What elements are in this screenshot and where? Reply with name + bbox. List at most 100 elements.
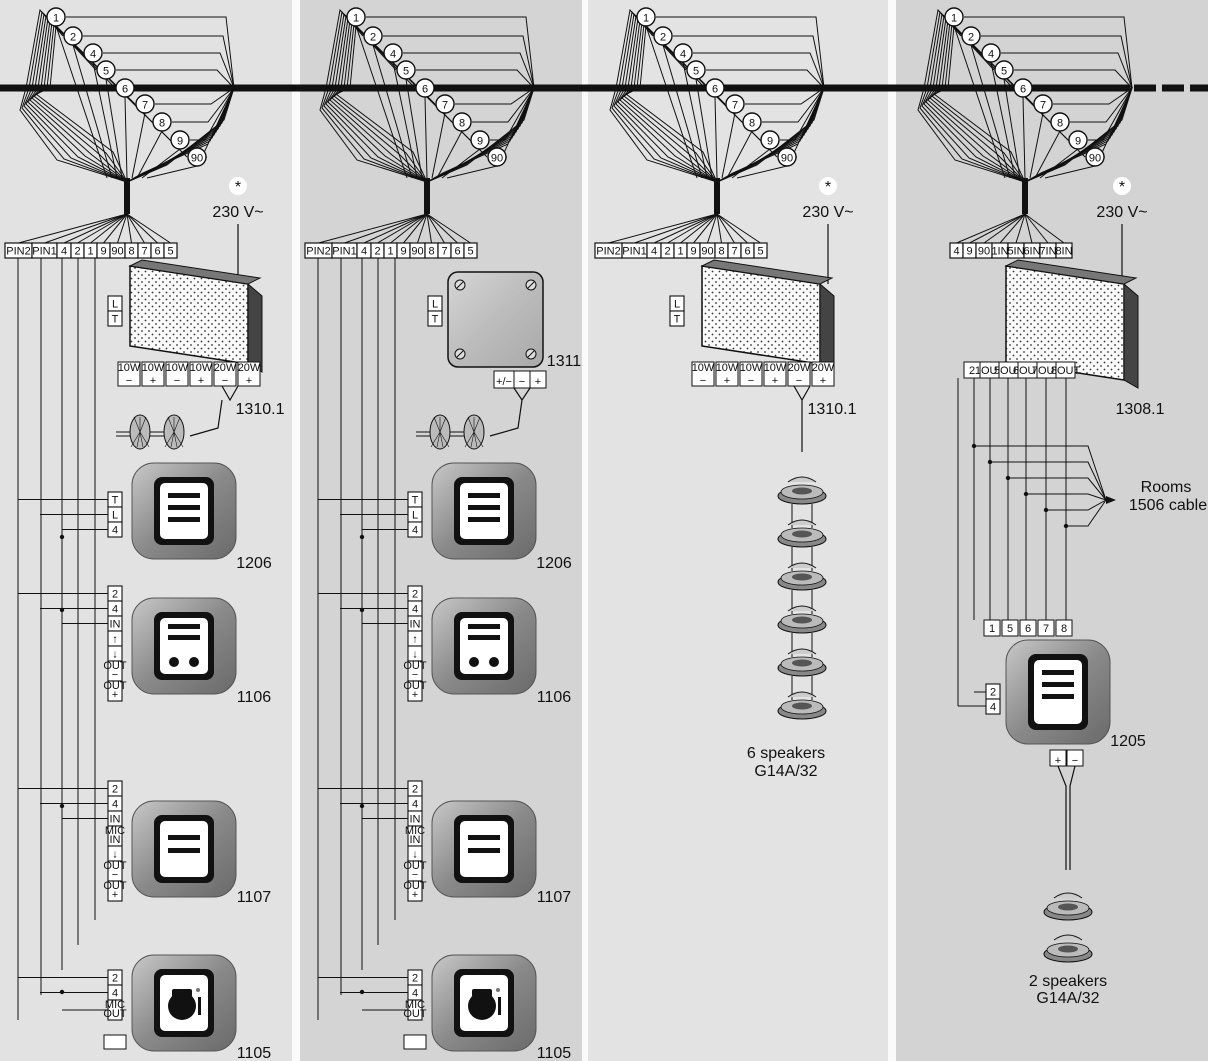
terminal-label: 2 (412, 784, 418, 796)
bundle-wire (436, 130, 463, 179)
speaker-center (792, 573, 812, 581)
bus-number-label: 7 (142, 100, 148, 112)
amp-output-label: − (174, 375, 180, 387)
terminal-label: 8 (428, 246, 434, 258)
terminal-label: IN (110, 619, 121, 631)
amp-output-label: 7OUT (1032, 365, 1062, 377)
earphone-grill (164, 431, 175, 448)
bus-number-label: 8 (1057, 118, 1063, 130)
terminal-label: 5 (1007, 623, 1013, 635)
bus-number-label: 90 (191, 153, 203, 165)
amp-output-label: 20W (812, 362, 835, 374)
bundle-wire (1039, 148, 1079, 179)
terminal-label: L (412, 510, 418, 522)
bundle-wire (917, 8, 1026, 183)
wire (999, 213, 1026, 244)
junction-dot (59, 607, 65, 613)
wire (1024, 213, 1033, 244)
earphone-grill (167, 416, 175, 433)
terminal-label: 4 (112, 525, 118, 537)
bus-number-circle (673, 43, 693, 63)
bundle-wire (124, 96, 128, 179)
terminal-label: 7IN (1039, 246, 1056, 258)
bundle-wire (319, 8, 428, 183)
terminal-label: 90 (111, 246, 123, 258)
terminal-label: 1 (387, 246, 393, 258)
amp-output-label: + (150, 375, 156, 387)
amp-output-label: +/− (496, 376, 512, 388)
terminal-label: 8IN (1055, 246, 1072, 258)
bundle-wire (92, 61, 118, 179)
amp-output-box (189, 361, 213, 387)
led-icon (496, 988, 500, 992)
wire (667, 213, 718, 244)
earphone-grill (173, 431, 178, 448)
amp-output-box (237, 361, 261, 387)
output-wire (221, 385, 239, 402)
device-model-label: 1107 (237, 889, 272, 906)
bus-number-label: 9 (767, 136, 773, 148)
terminal-label: 6 (744, 246, 750, 258)
menu-lines-icon (468, 624, 500, 629)
bus-number-circle (725, 94, 745, 114)
bus-number-label: 4 (90, 49, 96, 61)
amp-output-label: − (222, 375, 228, 387)
menu-lines-icon (168, 505, 200, 510)
bus-number-circle (686, 60, 706, 80)
junction-dot (987, 459, 993, 465)
bus-number-circle (452, 112, 472, 132)
earphone-grill (473, 431, 478, 448)
bundle-wire (405, 78, 423, 179)
bundle-wire (105, 78, 123, 179)
terminal-label: ↓ (112, 849, 118, 861)
terminal-label: MIC (405, 999, 425, 1011)
amp-output-label: 1OUT (975, 365, 1005, 377)
terminal-label: L (432, 299, 438, 311)
bus-number-label: 4 (988, 49, 994, 61)
bus-number-circle (96, 60, 116, 80)
wire (318, 213, 428, 244)
bundle-wire (1022, 96, 1026, 179)
terminal-box (1037, 619, 1055, 637)
terminal-label: T (674, 314, 681, 326)
menu-lines-icon (168, 848, 200, 853)
terminal-box (427, 310, 443, 327)
speaker-back (787, 605, 817, 612)
amp-output-box (715, 361, 739, 387)
terminal-label: 6 (154, 246, 160, 258)
amplifier-top (700, 259, 834, 285)
bus-number-label: 1 (643, 13, 649, 25)
bus-number-label: 5 (1001, 66, 1007, 78)
amp-output-label: + (820, 375, 826, 387)
terminal-label: 2 (412, 589, 418, 601)
bus-number-circle (63, 26, 83, 46)
terminal-label: 4 (990, 702, 996, 714)
bundle-wire (645, 25, 698, 179)
amp-output-box (165, 361, 189, 387)
amp-output-box (691, 361, 715, 387)
amp-output-box (141, 361, 165, 387)
device-model-label: 1105 (537, 1045, 572, 1061)
junction-dot (359, 803, 365, 809)
terminal-label: 5 (167, 246, 173, 258)
earphone-grill (173, 431, 184, 448)
bundle-wire (695, 78, 713, 179)
wire (716, 213, 722, 244)
bus-number-label: 8 (459, 118, 465, 130)
terminal-label: 5 (467, 246, 473, 258)
amp-output-label: 8OUT (1051, 365, 1081, 377)
amplifier-top (1004, 259, 1138, 285)
junction-dot (59, 803, 65, 809)
terminal-label: 4 (361, 246, 367, 258)
device-model-label: 1205 (1110, 733, 1146, 750)
terminal-label: T (112, 314, 119, 326)
terminal-label: 9 (100, 246, 106, 258)
terminal-label: 4 (651, 246, 657, 258)
terminal-box (407, 680, 423, 702)
terminal-label: IN (410, 834, 421, 846)
terminal-label: 9 (690, 246, 696, 258)
terminal-label: − (112, 869, 118, 881)
terminal-label: L (674, 299, 680, 311)
